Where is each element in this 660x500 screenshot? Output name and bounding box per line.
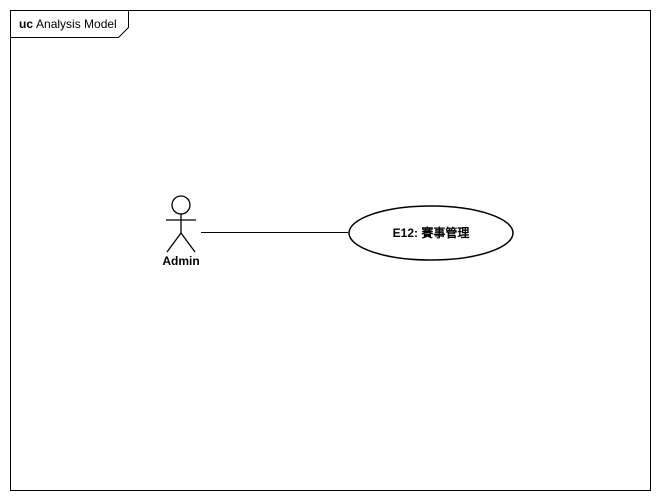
actor-label: Admin xyxy=(162,254,200,268)
actor-left-leg xyxy=(166,232,182,253)
actor-head xyxy=(171,195,191,215)
diagram-frame xyxy=(10,10,651,491)
actor-right-leg xyxy=(180,232,196,253)
actor-admin[interactable] xyxy=(166,195,196,253)
frame-name-tab xyxy=(10,10,129,38)
frame-name: Analysis Model xyxy=(36,17,117,31)
frame-keyword: uc xyxy=(19,17,34,31)
use-case-label: E12: 賽事管理 xyxy=(392,226,470,240)
use-case-ellipse[interactable] xyxy=(348,205,514,261)
